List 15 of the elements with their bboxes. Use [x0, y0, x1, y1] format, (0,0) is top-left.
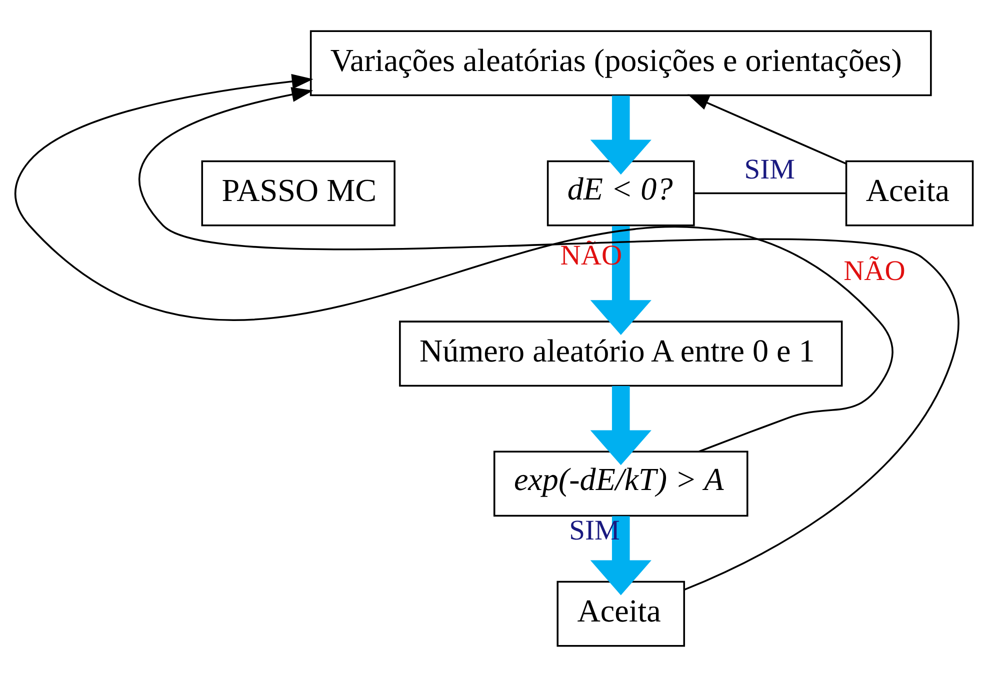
node-box: dE < 0?	[546, 160, 695, 226]
node-box: Número aleatório A entre 0 e 1	[399, 320, 843, 386]
arrow	[590, 386, 652, 465]
arrow	[688, 94, 846, 164]
node-box: Variações aleatórias (posições e orientações)	[310, 30, 932, 96]
node-box: PASSO MC	[201, 160, 396, 226]
node-box: Aceita	[556, 580, 686, 646]
arrow	[138, 86, 960, 590]
edge-label: SIM	[744, 154, 795, 186]
arrow	[15, 74, 893, 452]
arrow	[590, 95, 652, 174]
node-box: exp(-dE/kT) > A	[493, 450, 748, 516]
node-box: Aceita	[845, 160, 974, 226]
connector	[694, 192, 846, 194]
edge-label: NÃO	[844, 256, 906, 287]
